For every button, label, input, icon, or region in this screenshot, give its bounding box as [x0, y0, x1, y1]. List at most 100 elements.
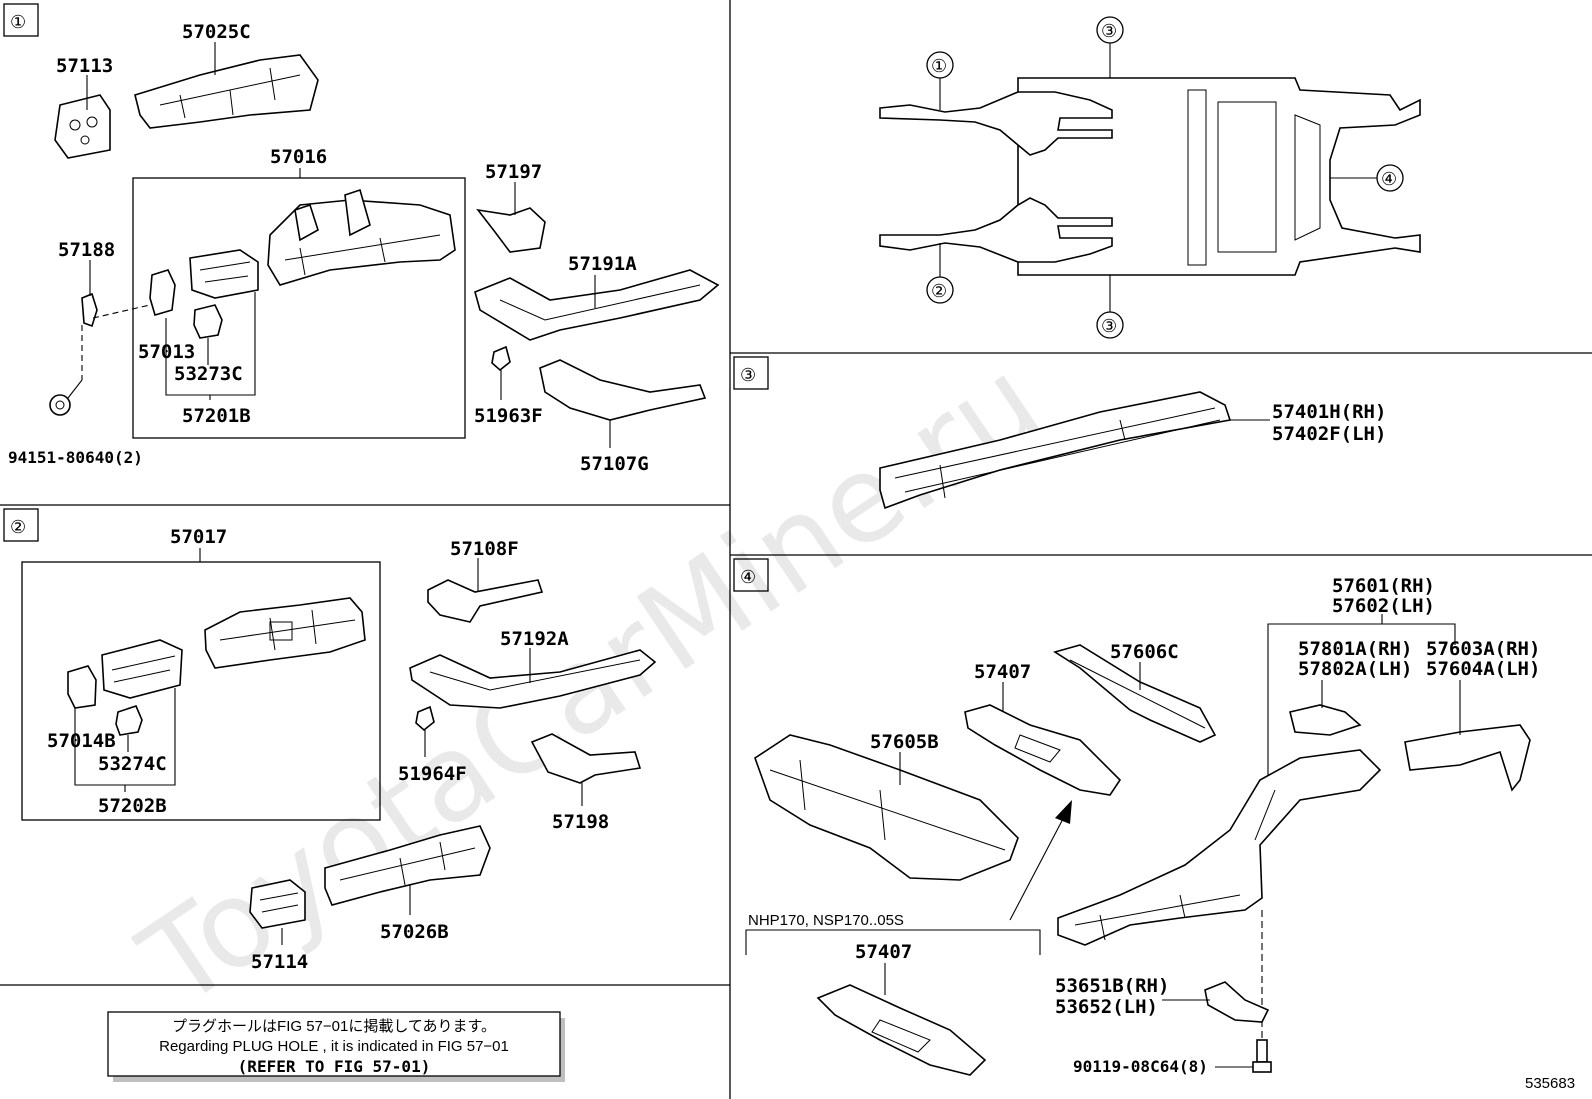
svg-text:②: ②	[10, 517, 26, 538]
part-57113-drawing	[54, 94, 111, 159]
label-57407-top: 57407	[974, 661, 1031, 683]
part-53274C-drawing	[115, 705, 143, 736]
label-51964F: 51964F	[398, 763, 467, 785]
part-57401H-sill-drawing	[879, 391, 1232, 510]
label-57605B: 57605B	[870, 731, 939, 753]
part-57191A-drawing	[474, 269, 720, 341]
part-57605B-drawing	[754, 734, 1019, 881]
part-57016-rail-drawing	[267, 188, 456, 286]
part-57192A-drawing	[409, 649, 657, 709]
section-marker-2: ②	[3, 508, 39, 542]
assembly-frame-57017	[21, 561, 381, 821]
label-90119-08C64: 90119-08C64(8)	[1073, 1057, 1208, 1076]
label-57802A-LH: 57802A(LH)	[1298, 658, 1412, 680]
svg-text:④: ④	[740, 567, 756, 588]
plug-hole-note: プラグホールはFIG 57−01に掲載してあります。 Regarding PLU…	[107, 1011, 565, 1082]
overview-callout-1: ①	[926, 51, 954, 110]
label-57192A: 57192A	[500, 628, 569, 650]
part-57107G-drawing	[539, 359, 707, 421]
label-57017: 57017	[170, 526, 227, 548]
label-57107G: 57107G	[580, 453, 649, 475]
part-57014B-drawing	[67, 665, 97, 709]
part-57603A-drawing	[1404, 724, 1531, 792]
part-57025C-drawing	[134, 54, 319, 129]
part-53651B-drawing	[1204, 981, 1270, 1023]
part-57801A-drawing	[1289, 704, 1362, 736]
part-57013-drawing	[149, 269, 176, 316]
label-57401H-RH: 57401H(RH)	[1272, 401, 1386, 423]
part-57114-drawing	[249, 879, 306, 929]
section-3: 57401H(RH) 57402F(LH)	[879, 391, 1386, 510]
install-direction-arrow	[1009, 800, 1072, 921]
label-53274C: 53274C	[98, 753, 167, 775]
note-line-ref: (REFER TO FIG 57-01)	[238, 1057, 431, 1076]
chassis-overview	[879, 77, 1421, 276]
overview-callout-3-bottom: ③	[1096, 275, 1124, 339]
dashed-leader-57188	[92, 304, 151, 319]
part-57026B-drawing	[324, 825, 491, 906]
part-57188-drawing	[81, 292, 98, 328]
label-53273C: 53273C	[174, 363, 243, 385]
label-57026B: 57026B	[380, 921, 449, 943]
overview-callout-2: ②	[926, 243, 954, 304]
part-51963F-drawing	[491, 345, 511, 372]
part-51964F-drawing	[415, 705, 435, 732]
overview-callout-4: ④	[1330, 164, 1404, 192]
svg-text:④: ④	[1381, 169, 1397, 190]
svg-text:③: ③	[1101, 21, 1117, 42]
figure-number: 535683	[1525, 1075, 1575, 1092]
label-57402F-LH: 57402F(LH)	[1272, 423, 1386, 445]
label-94151-80640: 94151-80640(2)	[8, 448, 143, 467]
label-57606C: 57606C	[1110, 641, 1179, 663]
section-marker-3: ③	[733, 356, 769, 390]
bolt-90119-drawing	[1252, 1039, 1272, 1073]
label-57113: 57113	[56, 55, 113, 77]
bracket-57601	[1267, 623, 1456, 790]
variant-caption: NHP170, NSP170..05S	[748, 912, 904, 929]
part-57198-drawing	[530, 733, 642, 784]
label-57604A-LH: 57604A(LH)	[1426, 658, 1540, 680]
part-57601-drawing	[1057, 749, 1382, 946]
label-57407-bottom: 57407	[855, 941, 912, 963]
section-marker-1: ①	[3, 3, 39, 37]
label-57197: 57197	[485, 161, 542, 183]
part-57017-rail-drawing	[204, 597, 366, 669]
label-57198: 57198	[552, 811, 609, 833]
label-57191A: 57191A	[568, 253, 637, 275]
label-57201B: 57201B	[182, 405, 251, 427]
label-57188: 57188	[58, 239, 115, 261]
svg-text:③: ③	[740, 365, 756, 386]
svg-text:①: ①	[931, 56, 947, 77]
label-57013: 57013	[138, 341, 195, 363]
leader-94151	[67, 379, 83, 399]
label-51963F: 51963F	[474, 405, 543, 427]
label-57025C: 57025C	[182, 21, 251, 43]
label-57603A-RH: 57603A(RH)	[1426, 638, 1540, 660]
label-57014B: 57014B	[47, 730, 116, 752]
label-57114: 57114	[251, 951, 308, 973]
section-marker-4: ④	[733, 558, 769, 592]
label-53652-LH: 53652(LH)	[1055, 996, 1158, 1018]
overview-callout-3-top: ③	[1096, 16, 1124, 78]
part-57407-top-drawing	[964, 704, 1122, 796]
part-57197-drawing	[476, 207, 546, 253]
label-57602-LH: 57602(LH)	[1332, 595, 1435, 617]
nut-94151-drawing	[49, 394, 71, 416]
note-line-jp: プラグホールはFIG 57−01に掲載してあります。	[172, 1018, 496, 1035]
svg-text:①: ①	[10, 12, 26, 33]
label-57016: 57016	[270, 146, 327, 168]
assembly-frame-57016	[132, 177, 466, 439]
variant-bracket	[745, 929, 1041, 955]
section-4: 57605B 57407 57606C 57601(RH) 57602(LH) …	[745, 575, 1540, 1076]
section-2: 57017 57014B 53274C 57202B 57108F	[21, 526, 657, 973]
section-1: 57113 57025C 57016	[8, 21, 720, 475]
part-57407-bottom-drawing	[816, 984, 987, 1076]
part-57606C-drawing	[1053, 644, 1217, 743]
label-57108F: 57108F	[450, 538, 519, 560]
label-57801A-RH: 57801A(RH)	[1298, 638, 1412, 660]
svg-text:②: ②	[931, 281, 947, 302]
label-53651B-RH: 53651B(RH)	[1055, 975, 1169, 997]
part-57108F-drawing	[427, 579, 544, 623]
